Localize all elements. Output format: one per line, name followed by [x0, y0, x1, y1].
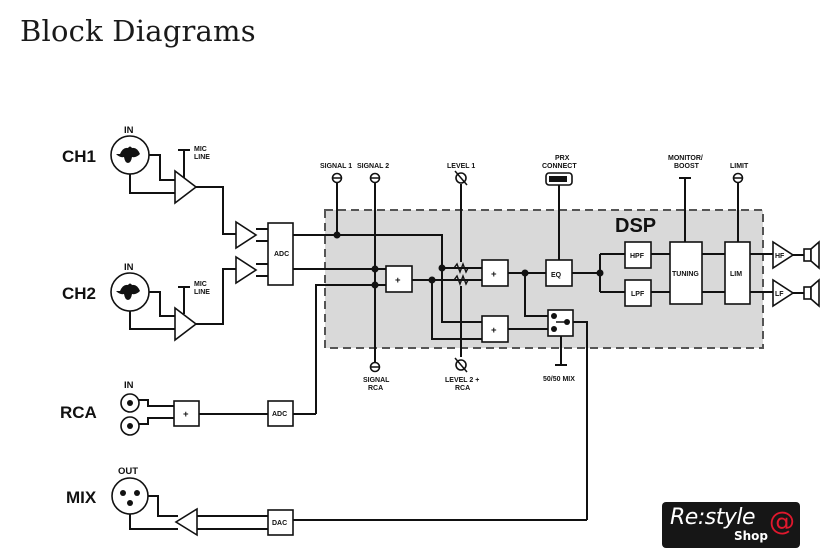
mix-label: MIX	[66, 488, 97, 507]
signal-rca-led-icon	[369, 361, 381, 373]
ch2-label: CH2	[62, 284, 96, 303]
mix-out-label: OUT	[118, 466, 138, 477]
rca-in-label: IN	[124, 380, 134, 391]
ch1-combo-jack-icon	[110, 135, 150, 175]
ch1-preamp-icon	[174, 169, 198, 205]
ch1-label: CH1	[62, 147, 96, 166]
svg-text:CONNECT: CONNECT	[542, 163, 577, 170]
mix-output-amp-icon	[174, 507, 198, 537]
signal1-led-icon	[331, 172, 343, 184]
svg-text:TUNING: TUNING	[672, 271, 699, 278]
svg-text:DAC: DAC	[272, 520, 287, 527]
svg-text:ADC: ADC	[272, 411, 287, 418]
mix-5050-label[interactable]: 50/50 MIX	[543, 376, 575, 383]
level2-rca-knob-icon[interactable]	[454, 357, 468, 373]
svg-text:LIM: LIM	[730, 271, 742, 278]
dsp-sum-2	[481, 259, 509, 287]
svg-text:LEVEL 2 +: LEVEL 2 +	[445, 377, 479, 384]
rca-jack-right-icon	[120, 416, 140, 436]
svg-text:+: +	[491, 325, 497, 336]
ch2-in-label: IN	[124, 262, 134, 273]
level2-potentiometer-icon	[453, 274, 469, 286]
monitor-boost-switch[interactable]	[679, 177, 691, 242]
dsp-eq	[545, 259, 573, 287]
svg-text:MIC: MIC	[194, 281, 207, 288]
hf-amp-icon	[772, 240, 795, 270]
svg-text:LINE: LINE	[194, 154, 210, 161]
ch2-combo-jack-icon	[110, 272, 150, 312]
svg-text:MIC: MIC	[194, 146, 207, 153]
svg-text:RCA: RCA	[368, 385, 383, 392]
svg-text:RCA: RCA	[455, 385, 470, 392]
dsp-hpf	[624, 241, 652, 269]
svg-text:+: +	[395, 275, 401, 286]
dsp-label: DSP	[615, 215, 656, 237]
svg-text:LF: LF	[775, 291, 784, 298]
hf-speaker-icon	[803, 240, 820, 270]
svg-text:SIGNAL: SIGNAL	[363, 377, 390, 384]
svg-text:EQ: EQ	[551, 272, 562, 279]
signal2-led-icon	[369, 172, 381, 184]
page-title: Block Diagrams	[20, 14, 256, 48]
signal2-label: SIGNAL 2	[357, 163, 389, 170]
dsp-sum-1	[385, 265, 413, 293]
ch2-mic-line-switch[interactable]: MIC LINE	[178, 281, 210, 314]
svg-text:LIMIT: LIMIT	[730, 163, 749, 170]
ch1-in-label: IN	[124, 125, 134, 136]
cart-at-icon: @	[769, 507, 795, 537]
svg-text:LINE: LINE	[194, 289, 210, 296]
lf-speaker-icon	[803, 278, 820, 308]
restyle-shop-logo: Re:style Shop @	[662, 502, 800, 548]
ch1-buffer-icon	[235, 220, 258, 250]
adc-main	[267, 222, 294, 286]
lf-amp-icon	[772, 278, 795, 308]
prx-connect-port-icon[interactable]	[545, 172, 573, 186]
svg-text:HPF: HPF	[630, 253, 645, 260]
mix-dac	[267, 509, 294, 536]
rca-jack-left-icon	[120, 393, 140, 413]
signal1-label: SIGNAL 1	[320, 163, 352, 170]
svg-text:PRX: PRX	[555, 155, 570, 162]
svg-text:+: +	[491, 269, 497, 280]
ch2-buffer-icon	[235, 255, 258, 285]
svg-text:ADC: ADC	[274, 251, 289, 258]
ch1-mic-line-switch[interactable]: MIC LINE	[178, 146, 210, 178]
level1-knob-icon[interactable]	[454, 170, 468, 186]
rca-label: RCA	[60, 403, 97, 422]
svg-text:HF: HF	[775, 253, 785, 260]
svg-text:MONITOR/: MONITOR/	[668, 155, 703, 162]
dsp-sum-3	[481, 315, 509, 343]
dsp-lpf	[624, 279, 652, 307]
dsp-tuning	[669, 241, 703, 305]
svg-text:BOOST: BOOST	[674, 163, 700, 170]
level1-label[interactable]: LEVEL 1	[447, 163, 475, 170]
svg-text:LPF: LPF	[631, 291, 645, 298]
svg-text:+: +	[183, 409, 189, 420]
xlr-out-jack-icon	[111, 477, 149, 515]
limit-led-icon	[732, 172, 744, 184]
level1-potentiometer-icon	[453, 262, 469, 274]
dsp-lim	[724, 241, 751, 305]
ch2-preamp-icon	[174, 306, 198, 342]
